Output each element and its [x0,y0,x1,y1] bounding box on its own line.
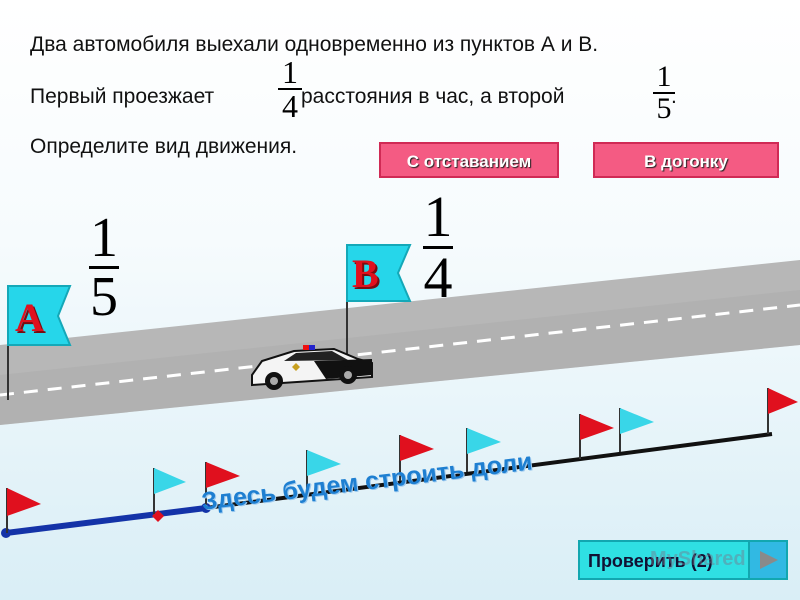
flag-a [7,285,72,346]
fraction-numerator: 1 [656,60,672,93]
police-car [251,345,373,390]
flag-a-label: A [15,295,44,340]
lag-button[interactable]: С отставанием [379,142,559,178]
play-icon[interactable] [748,542,786,578]
fraction-denominator: 5 [90,266,118,328]
task-line-2-dot: . [671,85,677,108]
small-flag-red [399,435,434,481]
small-flag-red [6,488,41,533]
task-line-2-middle: расстояния в час, а второй [301,85,565,108]
road [0,260,800,425]
fraction-first-speed: 1 4 [272,56,308,122]
small-flag-cyan [619,408,654,452]
catchup-button[interactable]: В догонку [593,142,779,178]
task-line-3: Определите вид движения. [30,135,298,158]
check-button[interactable]: Проверить (2) [578,540,788,580]
small-flag-cyan [466,428,501,472]
small-flag-cyan [306,450,341,495]
fraction-bar [423,246,453,249]
fraction-numerator: 1 [282,54,298,90]
small-flag-red [767,388,798,434]
fraction-denominator: 4 [282,88,298,124]
fraction-denominator: 4 [423,245,453,310]
fraction-bar [89,266,119,269]
fraction-numerator: 1 [90,207,118,269]
segment-ab-blue [5,505,207,536]
segment-rest-black [205,432,773,510]
fraction-bar [278,88,302,90]
fraction-b-speed: 1 4 [416,188,460,307]
flag-b-label: B [352,251,379,296]
task-line-1: Два автомобиля выехали одновременно из п… [30,33,599,56]
fraction-numerator: 1 [423,184,453,249]
fraction-bar [653,92,675,94]
watermark: MyShared [650,548,746,570]
fraction-denominator: 5 [656,92,672,125]
small-flag-red [205,462,240,508]
fraction-a-speed: 1 5 [82,210,126,325]
task-line-2-start: Первый проезжает [30,85,215,108]
small-flag-red [579,414,614,459]
flag-b [346,244,412,302]
road-shade [0,290,800,425]
fraction-second-speed: 1 5 [650,62,678,124]
small-flag-cyan [153,468,186,514]
check-button-label: Проверить (2) [588,551,713,571]
